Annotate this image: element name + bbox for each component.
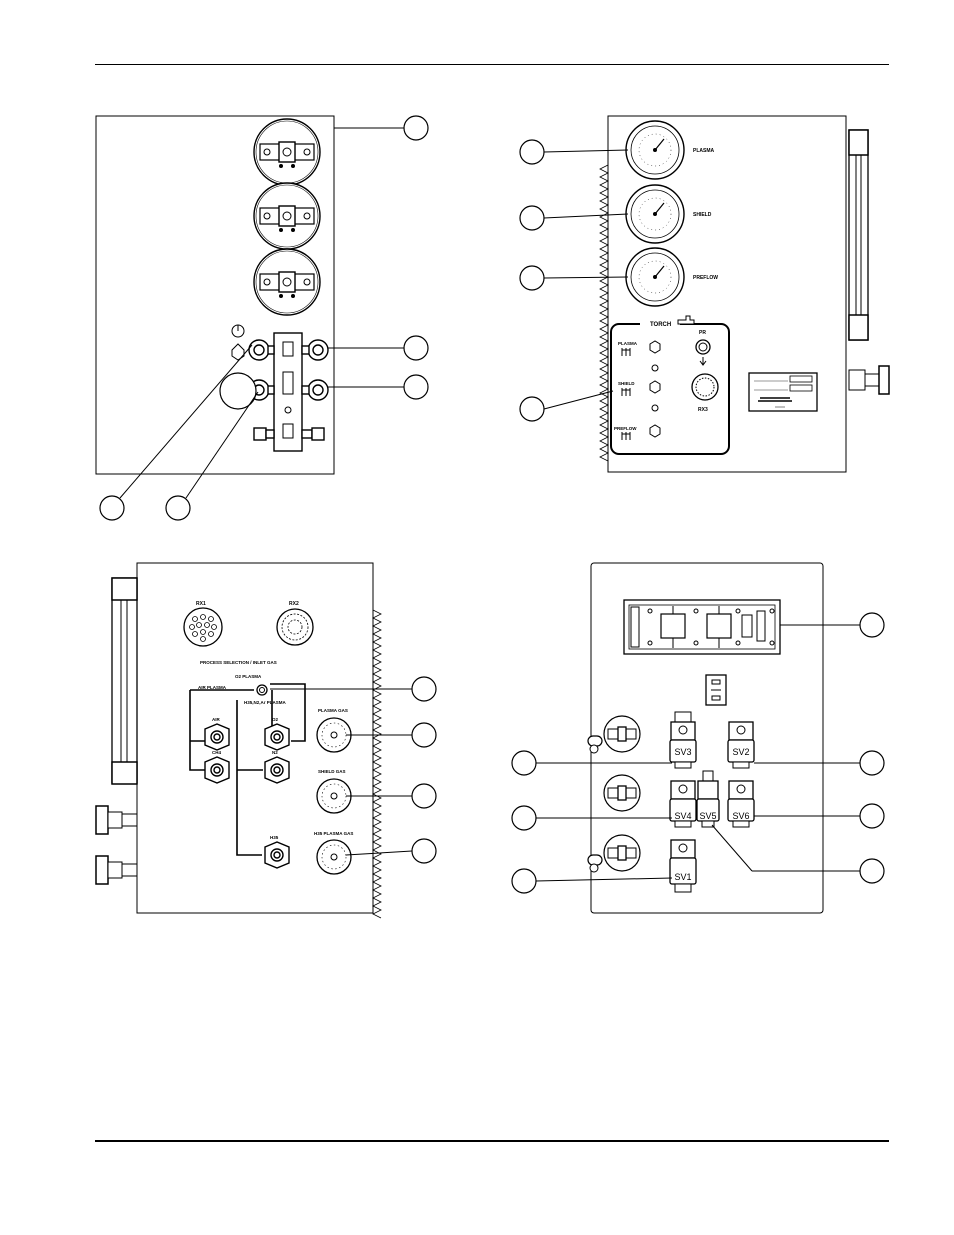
label-n2: N2	[272, 750, 278, 755]
torch-valve-preflow: PREFLOW	[614, 426, 637, 431]
top-right-panel: PLASMA SHIELD PREFLOW TORCH PLASMA SHIEL…	[519, 115, 890, 473]
label-o2: O2	[272, 717, 279, 722]
callout-circle	[511, 805, 537, 831]
round-plug-2	[253, 182, 321, 250]
footer-rule	[95, 1140, 889, 1142]
sv6-label: SV6	[732, 811, 749, 821]
callout-circle	[519, 139, 545, 165]
label-o2-plasma: O2 PLASMA	[235, 674, 262, 679]
torch-box-title: TORCH	[650, 322, 671, 328]
callout-circle	[519, 205, 545, 231]
connector-rx1-label: RX1	[196, 601, 206, 607]
gauge-label-plasma: PLASMA	[693, 148, 715, 154]
callout-circle	[411, 722, 437, 748]
callout-circle	[511, 750, 537, 776]
inlet-fittings	[204, 723, 290, 869]
sv1-label: SV1	[674, 872, 691, 882]
pressure-gauge	[625, 184, 685, 244]
callout-circle	[859, 858, 885, 884]
solenoid-valve-sv5: SV5	[696, 770, 720, 828]
solenoid-valve-sv1: SV1	[669, 839, 697, 893]
callout-circle	[411, 838, 437, 864]
relay-board	[623, 599, 781, 655]
callout-circle	[859, 612, 885, 638]
label-air-plasma: AIR PLASMA	[198, 685, 227, 690]
connector-rx2	[276, 608, 314, 646]
connector-rx1	[183, 607, 223, 647]
callout-circle	[99, 495, 125, 521]
callout-circle	[403, 335, 429, 361]
sv2-label: SV2	[732, 747, 749, 757]
gauge-label-preflow: PREFLOW	[693, 275, 718, 281]
pressure-gauge	[625, 120, 685, 180]
label-ch4: CH4	[212, 750, 221, 755]
label-h35-plasma: H35,N2,Ar PLASMA	[244, 700, 287, 705]
gauge-label-shield-gas: SHIELD GAS	[318, 769, 346, 774]
header-rule	[95, 64, 889, 65]
solenoid-valve-sv6: SV6	[727, 780, 755, 828]
panel-hinge-edge	[599, 164, 609, 462]
callout-circle	[411, 783, 437, 809]
solenoid-valve-sv3: SV3	[669, 711, 697, 769]
pressure-gauge	[625, 247, 685, 307]
connector-pr-label: PR	[699, 330, 706, 336]
callout-circle	[859, 750, 885, 776]
gauge-label-shield: SHIELD	[693, 212, 712, 218]
nameplate	[748, 372, 818, 412]
side-rail	[95, 577, 138, 885]
bottom-right-panel: SV3 SV2 SV4 SV5 SV6	[511, 562, 885, 914]
flow-gauge	[316, 717, 352, 753]
gauge-label-plasma-gas: PLASMA GAS	[318, 708, 348, 713]
torch-valve-plasma: PLASMA	[618, 341, 638, 346]
callout-circle	[403, 374, 429, 400]
round-plug-1	[253, 118, 321, 186]
solenoid-valve-sv4: SV4	[669, 780, 697, 828]
panel-hinge-edge	[372, 609, 382, 919]
torch-valve-shield: SHIELD	[618, 381, 635, 386]
gas-piping	[189, 683, 306, 856]
round-plug-3	[253, 248, 321, 316]
sv5-label: SV5	[699, 811, 716, 821]
port-hole	[219, 372, 257, 410]
gas-manifold	[248, 332, 329, 452]
bottom-left-panel: RX1 RX2 PROCESS SELECTION / INLET GAS O2…	[95, 562, 437, 919]
flow-gauge	[316, 839, 352, 875]
process-selection-heading: PROCESS SELECTION / INLET GAS	[200, 660, 277, 665]
sv3-label: SV3	[674, 747, 691, 757]
callout-circle	[519, 396, 545, 422]
round-plug	[587, 715, 641, 754]
sv4-label: SV4	[674, 811, 691, 821]
callout-circle	[403, 115, 429, 141]
round-plug	[603, 774, 641, 812]
fuse-holder	[705, 674, 727, 706]
torch-box: TORCH PLASMA SHIELD PREFLOW PR RX3	[610, 315, 730, 455]
callout-circle	[859, 803, 885, 829]
connector-rx2-label: RX2	[289, 601, 299, 607]
round-plug	[587, 834, 641, 873]
label-air: AIR	[212, 717, 221, 722]
top-left-panel	[95, 115, 429, 521]
flow-gauge	[316, 778, 352, 814]
callout-circle	[165, 495, 191, 521]
callout-circle	[511, 868, 537, 894]
ground-icon	[231, 324, 245, 361]
solenoid-valve-sv2: SV2	[727, 721, 755, 769]
label-h35: H35	[270, 835, 279, 840]
side-rail	[848, 129, 890, 395]
connector-rx3-label: RX3	[698, 407, 708, 413]
gauge-label-h35-plasma-gas: H35 PLASMA GAS	[314, 831, 353, 836]
process-selector-knob	[256, 684, 268, 696]
callout-circle	[411, 676, 437, 702]
callout-circle	[519, 265, 545, 291]
